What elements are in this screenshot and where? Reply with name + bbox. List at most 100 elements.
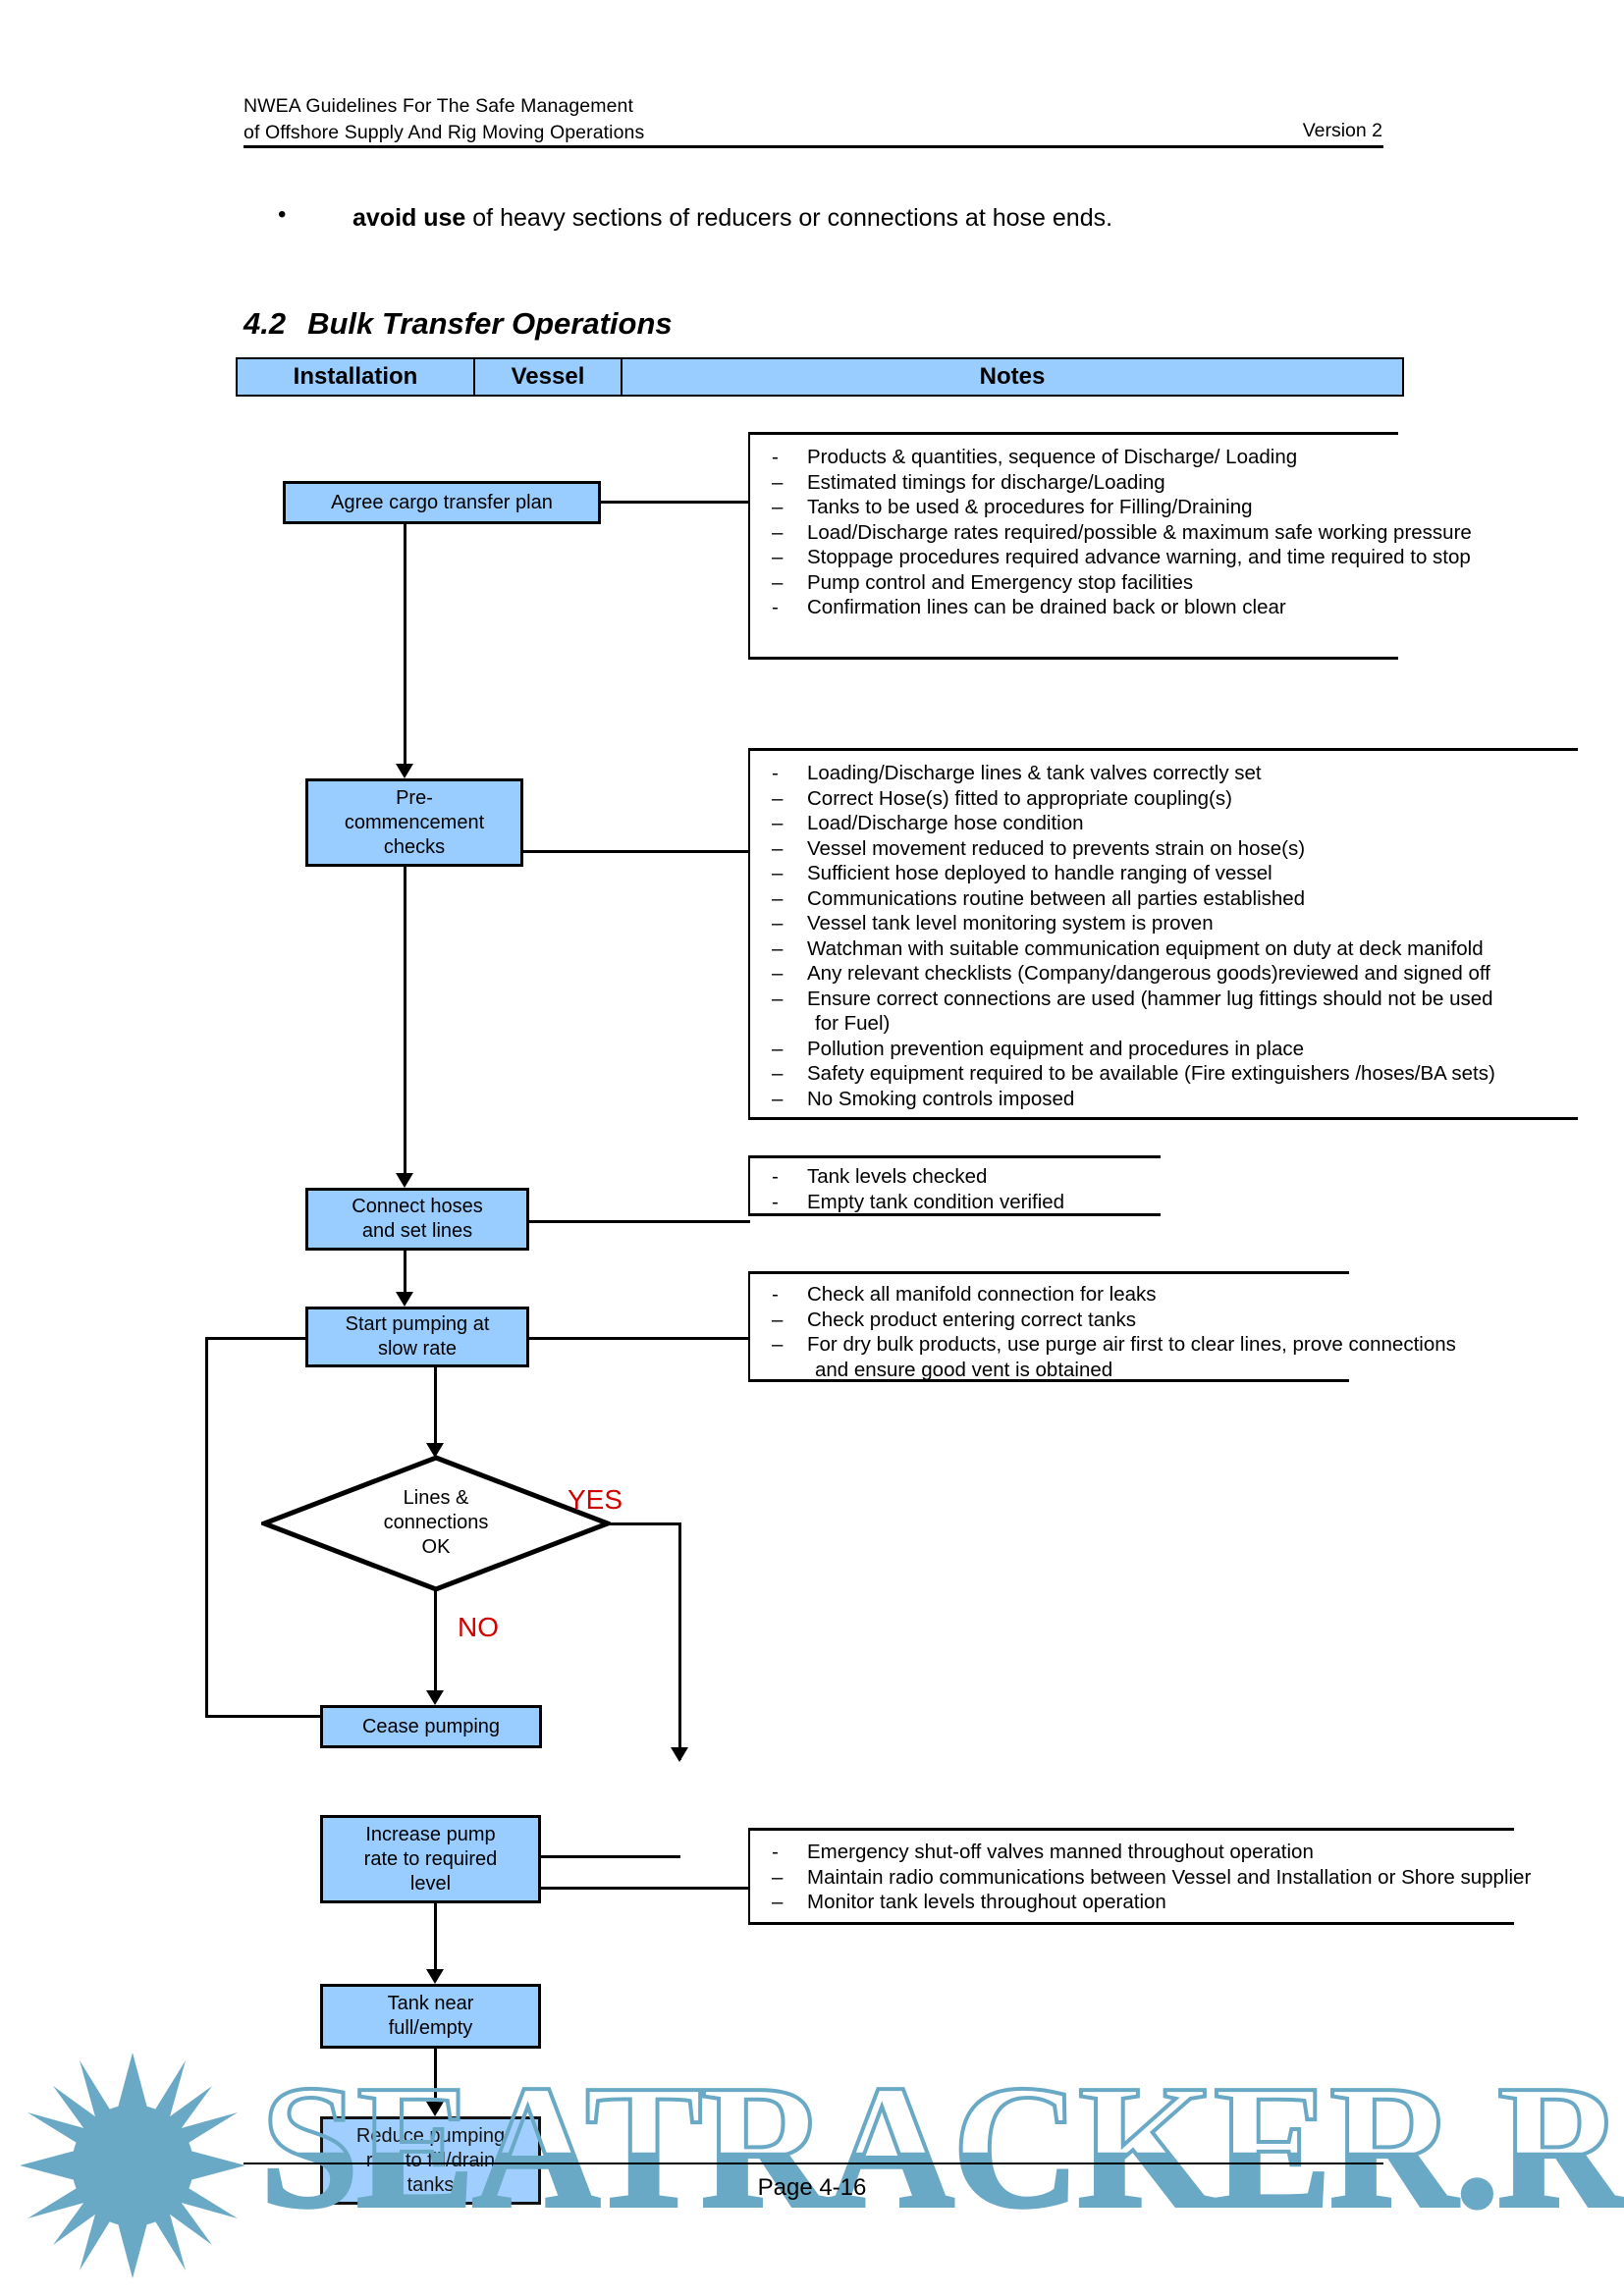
note-item: -Confirmation lines can be drained back … [750, 595, 1398, 620]
arrow-yes-down [671, 1747, 688, 1762]
note-item: -Check all manifold connection for leaks [750, 1282, 1349, 1308]
note-item: –Ensure correct connections are used (ha… [750, 987, 1578, 1012]
note-text: Watchman with suitable communication equ… [807, 936, 1484, 960]
note-item: –Estimated timings for discharge/Loading [750, 470, 1398, 496]
dash-marker-icon: – [772, 862, 784, 884]
dash-marker-icon: – [772, 812, 784, 834]
note-text: Correct Hose(s) fitted to appropriate co… [807, 786, 1232, 810]
flow-box-agree-cargo-transfer-plan: Agree cargo transfer plan [283, 481, 601, 524]
note-text: Monitor tank levels throughout operation [807, 1891, 1166, 1913]
note-text: Load/Discharge hose condition [807, 812, 1084, 834]
connector-increase-to-note [541, 1887, 750, 1890]
dash-marker-icon: – [772, 1308, 784, 1331]
note-text: Tanks to be used & procedures for Fillin… [807, 496, 1253, 518]
decision-label-line2: connections [383, 1512, 489, 1533]
flow-box-start-pumping: Start pumping at slow rate [305, 1307, 529, 1367]
note-item: –Watchman with suitable communication eq… [750, 936, 1578, 962]
column-header-vessel: Vessel [475, 359, 623, 395]
box-line: tanks [406, 2173, 455, 2196]
bullet-marker-icon: • [278, 201, 287, 228]
note-item: –Any relevant checklists (Company/danger… [750, 961, 1578, 987]
arrow-into-reduce-pumping [426, 2102, 444, 2116]
note-item: –For dry bulk products, use purge air fi… [750, 1332, 1456, 1358]
section-title-text: Bulk Transfer Operations [307, 306, 673, 341]
flow-box-tank-near-full-empty: Tank near full/empty [320, 1984, 541, 2049]
dash-marker-icon: – [772, 886, 784, 910]
note-item: – Load/Discharge hose condition [750, 811, 1578, 836]
decision-label-line1: Lines & [403, 1487, 469, 1509]
note-item: –Monitor tank levels throughout operatio… [750, 1890, 1514, 1915]
connector-tanknear-down [434, 2049, 437, 2110]
diamond-shape-icon [261, 1455, 611, 1592]
dash-marker-icon: – [772, 546, 784, 568]
dash-marker-icon: – [772, 520, 784, 544]
note-box-connect: -Tank levels checked -Empty tank conditi… [748, 1155, 1161, 1216]
connector-increase-to-yesline [541, 1855, 680, 1858]
flow-box-reduce-pumping-rate: Reduce pumping rate to fill/drain tanks [320, 2116, 541, 2205]
note-text: Stoppage procedures required advance war… [807, 546, 1471, 568]
dash-marker-icon: – [772, 1087, 784, 1110]
note-text: Sufficient hose deployed to handle rangi… [807, 862, 1272, 884]
note-text: Pump control and Emergency stop faciliti… [807, 570, 1194, 594]
decision-label-no: NO [458, 1612, 499, 1642]
dash-marker-icon: – [772, 962, 784, 985]
arrow-into-connect-hoses [396, 1173, 413, 1188]
note-list-startpump: -Check all manifold connection for leaks… [750, 1274, 1456, 1390]
connector-loop-into-startpump [205, 1337, 305, 1340]
connector-loop-bottom [205, 1715, 320, 1718]
connector-connect-down [404, 1251, 406, 1300]
connector-agree-down [404, 524, 406, 772]
connector-no-down [434, 1590, 437, 1698]
box-line: rate to fill/drain [365, 2149, 496, 2171]
note-text: Check all manifold connection for leaks [807, 1283, 1157, 1306]
flow-table-header: Installation Vessel Notes [236, 357, 1404, 397]
note-box-increase: -Emergency shut-off valves manned throug… [748, 1828, 1531, 1925]
arrow-into-precommencement [396, 764, 413, 778]
note-text: Tank levels checked [807, 1165, 988, 1188]
note-text: Load/Discharge rates required/possible &… [807, 520, 1472, 544]
bullet-text: avoid use of heavy sections of reducers … [352, 199, 1338, 237]
note-text: Communications routine between all parti… [807, 886, 1306, 910]
arrow-into-start-pumping [396, 1292, 413, 1307]
dash-marker-icon: – [772, 936, 784, 960]
connector-startpump-to-note [529, 1337, 750, 1340]
note-item-clipped: –No Smoking controls imposed [750, 1087, 1578, 1112]
note-text: and ensure good vent is obtained [815, 1358, 1113, 1381]
dash-marker-icon: - [772, 1165, 779, 1188]
note-item: –Vessel movement reduced to prevents str… [750, 836, 1578, 862]
footer-rule [244, 2163, 1383, 2164]
dash-marker-icon: – [772, 987, 784, 1010]
note-item: –Correct Hose(s) fitted to appropriate c… [750, 786, 1578, 812]
dash-marker-icon: – [772, 470, 784, 494]
connector-precommencement-to-note [523, 850, 750, 853]
connector-agree-to-note [601, 501, 750, 504]
bullet-rest: of heavy sections of reducers or connect… [465, 204, 1113, 232]
note-item: –Communications routine between all part… [750, 886, 1578, 912]
connector-yes-right [608, 1522, 681, 1525]
note-text: For dry bulk products, use purge air fir… [807, 1333, 1456, 1356]
note-text: Estimated timings for discharge/Loading [807, 470, 1165, 494]
dash-marker-icon: – [772, 912, 784, 934]
note-item: –Tanks to be used & procedures for Filli… [750, 495, 1398, 520]
connector-increase-down [434, 1903, 437, 1977]
box-line: level [409, 1872, 452, 1895]
column-header-installation: Installation [238, 359, 475, 395]
note-item: –Safety equipment required to be availab… [750, 1061, 1578, 1087]
note-item-continuation: and ensure good vent is obtained [750, 1358, 1349, 1383]
decision-label-yes: YES [568, 1484, 623, 1515]
note-box-agree: -Products & quantities, sequence of Disc… [748, 432, 1472, 660]
note-list-connect: -Tank levels checked -Empty tank conditi… [750, 1158, 1161, 1220]
note-text: Any relevant checklists (Company/dangero… [807, 962, 1490, 985]
note-item: – Stoppage procedures required advance wa… [750, 545, 1471, 570]
note-text: Pollution prevention equipment and proce… [807, 1037, 1305, 1060]
box-line: Reduce pumping [355, 2124, 506, 2147]
sunburst-icon [20, 2053, 245, 2278]
header-line-1: NWEA Guidelines For The Safe Management [244, 95, 633, 117]
box-line: full/empty [388, 2017, 473, 2039]
dash-marker-icon: – [772, 786, 784, 810]
note-item: –Maintain radio communications between V… [750, 1865, 1531, 1891]
note-item: -Products & quantities, sequence of Disc… [750, 445, 1398, 470]
note-text: Products & quantities, sequence of Disch… [807, 446, 1298, 468]
connector-loop-left-vertical [205, 1337, 208, 1718]
